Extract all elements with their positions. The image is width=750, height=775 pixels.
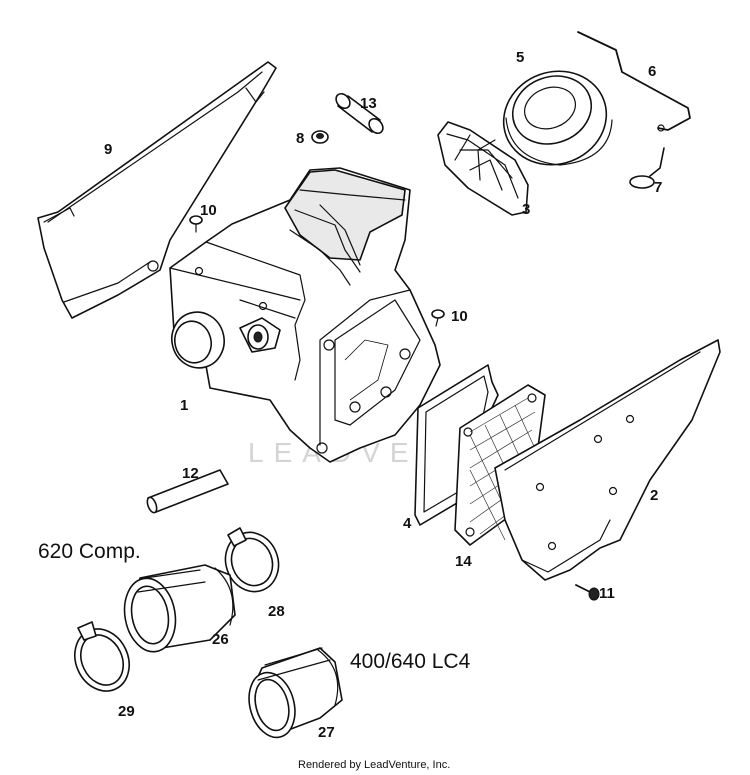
part-27-intake-boot[interactable] bbox=[242, 647, 343, 743]
callout-14: 14 bbox=[455, 553, 472, 570]
part-1-air-filter-box[interactable] bbox=[166, 167, 441, 463]
part-26-intake-boot[interactable] bbox=[119, 564, 236, 656]
part-29-clamp[interactable] bbox=[65, 620, 139, 700]
callout-28: 28 bbox=[268, 603, 285, 620]
callout-7: 7 bbox=[654, 179, 662, 196]
callout-27: 27 bbox=[318, 724, 335, 741]
callout-9: 9 bbox=[104, 141, 112, 158]
part-28-clamp[interactable] bbox=[217, 525, 286, 599]
part-6-wire-retainer[interactable] bbox=[577, 31, 691, 132]
callout-3: 3 bbox=[522, 201, 530, 218]
callout-8: 8 bbox=[296, 130, 304, 147]
callout-12: 12 bbox=[182, 465, 199, 482]
part-8-grommet[interactable] bbox=[311, 130, 329, 144]
part-7-plug[interactable] bbox=[629, 147, 665, 189]
part-2-right-side-cover[interactable] bbox=[494, 339, 721, 581]
part-9-left-side-cover[interactable] bbox=[37, 61, 277, 319]
part-5-air-filter[interactable] bbox=[490, 57, 619, 179]
callout-4: 4 bbox=[403, 515, 412, 532]
credit-text: Rendered by LeadVenture, Inc. bbox=[298, 759, 450, 771]
callout-29: 29 bbox=[118, 703, 135, 720]
callout-2: 2 bbox=[650, 487, 658, 504]
part-12-hose[interactable] bbox=[146, 469, 229, 514]
part-10-screw-upper[interactable] bbox=[189, 215, 203, 233]
part-11-bolt[interactable] bbox=[575, 584, 600, 601]
callout-5: 5 bbox=[516, 49, 524, 66]
callout-6: 6 bbox=[648, 63, 656, 80]
callout-13: 13 bbox=[360, 95, 377, 112]
variant-label-620-comp: 620 Comp. bbox=[38, 540, 141, 563]
part-13-sleeve[interactable] bbox=[333, 91, 385, 136]
callout-26: 26 bbox=[212, 631, 229, 648]
callout-1: 1 bbox=[180, 397, 188, 414]
callout-10-right: 10 bbox=[451, 308, 468, 325]
part-3-filter-cage[interactable] bbox=[437, 121, 529, 216]
callout-10-upper: 10 bbox=[200, 202, 217, 219]
callout-11: 11 bbox=[599, 585, 615, 602]
part-10-screw-right[interactable] bbox=[431, 309, 445, 327]
variant-label-400-640-lc4: 400/640 LC4 bbox=[350, 650, 471, 673]
